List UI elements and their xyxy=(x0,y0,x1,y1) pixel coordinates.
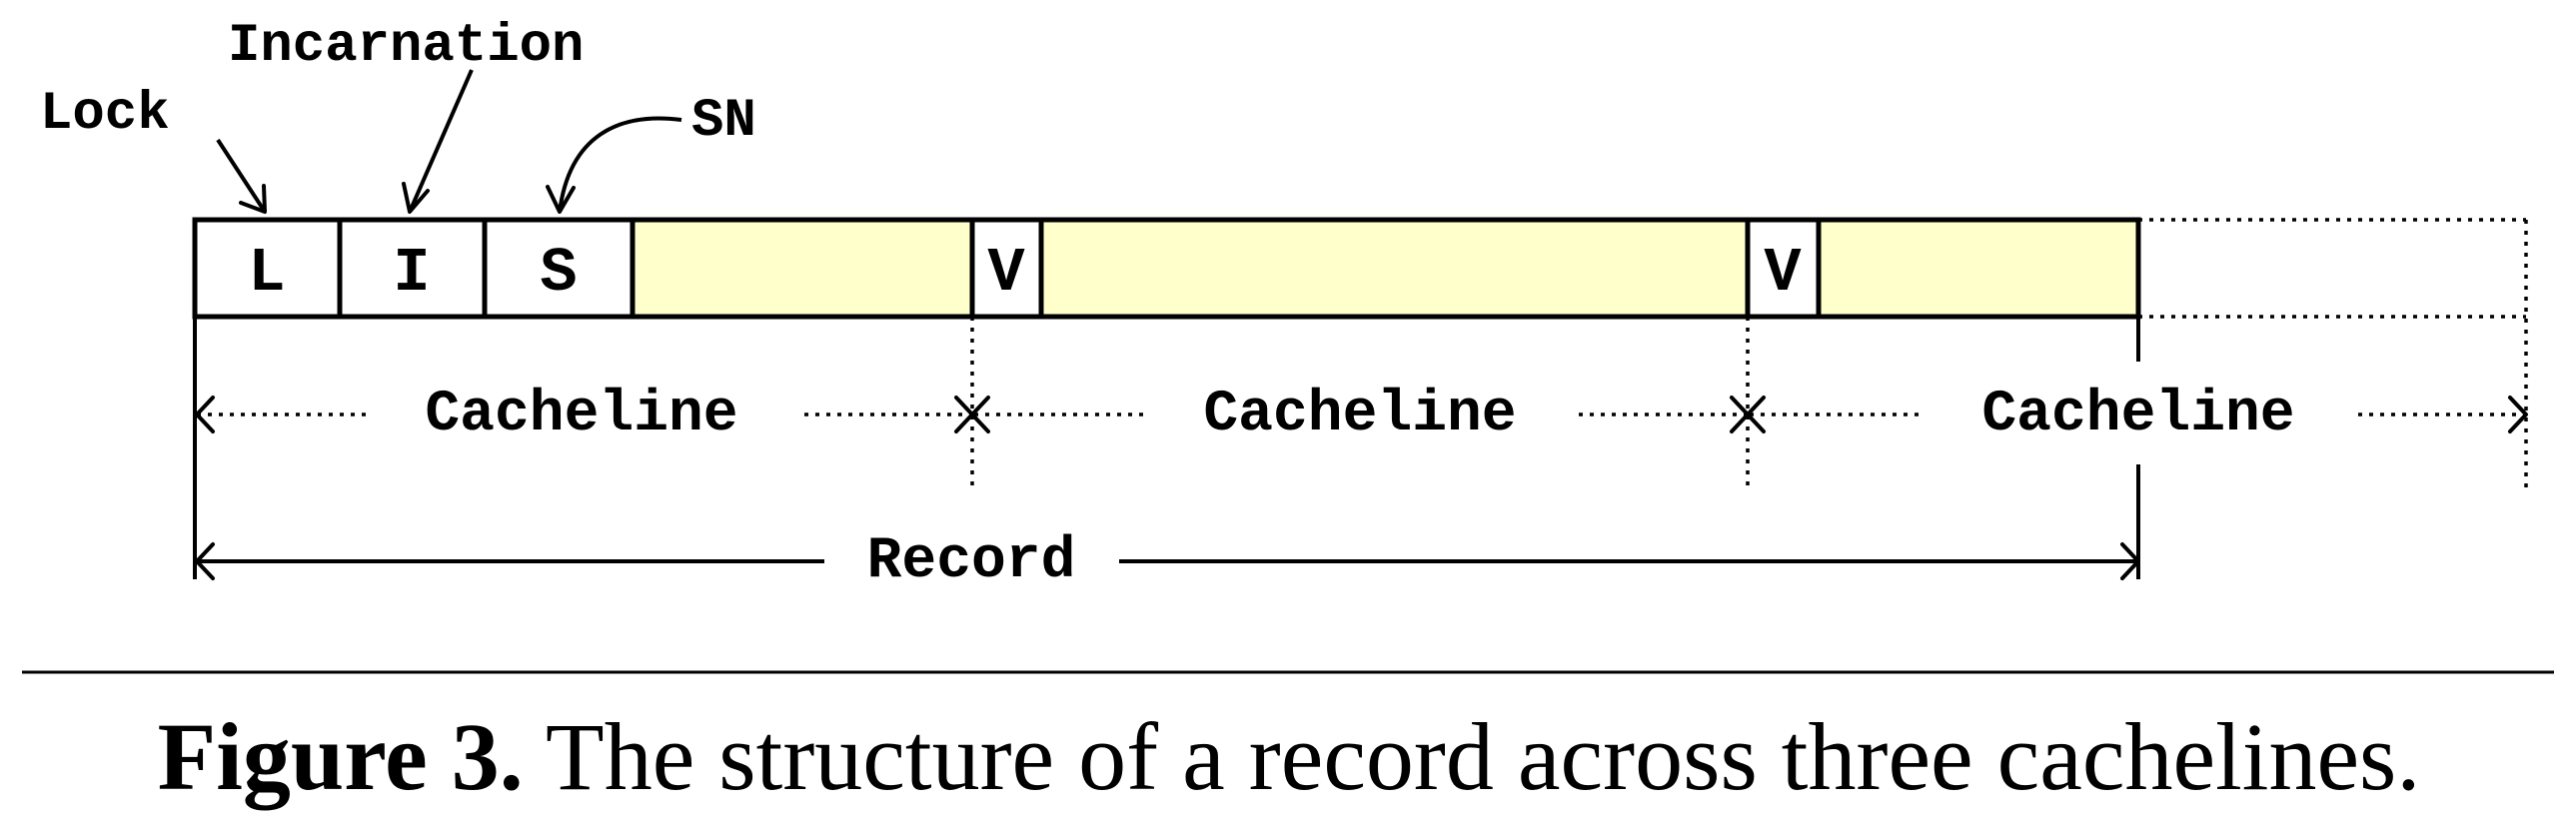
cacheline-1-left-arrowhead xyxy=(195,396,215,433)
incarnation-arrow xyxy=(408,69,474,213)
sn-annotation: SN xyxy=(691,91,756,152)
cacheline-1-label: Cacheline xyxy=(425,383,737,447)
sn-cell: S xyxy=(540,238,577,309)
record-right-arrowhead xyxy=(2120,542,2140,580)
cacheline-spans: Cacheline Cacheline Cacheline xyxy=(193,317,2528,579)
field-annotations: Lock Incarnation SN xyxy=(40,16,756,214)
version-cell-1: V xyxy=(987,238,1025,309)
cacheline-3-label: Cacheline xyxy=(1981,383,2294,447)
figure-caption-gap xyxy=(524,703,546,810)
version-cell-2: V xyxy=(1764,238,1802,309)
figure-caption-label: Figure 3. xyxy=(158,703,524,810)
record-span: Record xyxy=(195,529,2140,594)
figure-caption: Figure 3. The structure of a record acro… xyxy=(158,703,2421,810)
lock-cell: L xyxy=(248,238,285,309)
lock-arrow xyxy=(216,138,267,214)
figure-caption-text: The structure of a record across three c… xyxy=(546,703,2420,810)
record-box xyxy=(192,217,2141,320)
payload-region-3 xyxy=(1819,220,2138,317)
payload-region-1 xyxy=(633,220,972,317)
record-row: L I S V V xyxy=(192,217,2528,489)
lock-arrowhead xyxy=(239,184,267,214)
incarnation-arrowhead xyxy=(402,182,430,214)
incarnation-cell: I xyxy=(393,238,430,309)
payload-region-2 xyxy=(1041,220,1748,317)
cacheline-2-left-arrowhead xyxy=(970,396,990,433)
cacheline-3-right-arrowhead xyxy=(2508,396,2528,433)
cacheline-3-left-arrowhead xyxy=(1746,396,1766,433)
sn-arrowhead xyxy=(546,185,576,214)
cacheline-2-label: Cacheline xyxy=(1203,383,1516,447)
record-left-arrowhead xyxy=(195,542,215,580)
incarnation-annotation: Incarnation xyxy=(228,16,584,77)
lock-annotation: Lock xyxy=(40,84,170,145)
sn-arrow xyxy=(558,116,682,213)
record-label: Record xyxy=(867,529,1076,594)
